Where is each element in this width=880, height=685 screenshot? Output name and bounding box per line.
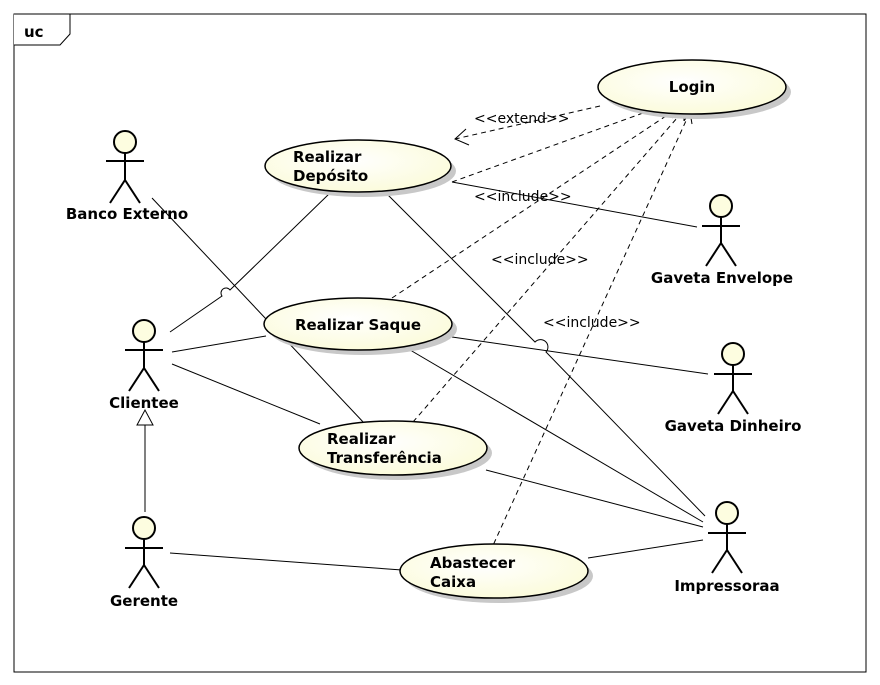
actor-gaveta-envelope[interactable]: Gaveta Envelope (651, 194, 793, 287)
frame-tag-box (14, 13, 71, 46)
dependencies (391, 103, 691, 553)
use-case-realizar-saque[interactable]: Realizar Saque (263, 297, 457, 355)
actor-banco-externo-label: Banco Externo (66, 205, 188, 223)
actor-clientee[interactable]: Clientee (109, 319, 179, 412)
assoc-cliente-deposito (169, 192, 331, 333)
use-case-deposito-label-1: Realizar (293, 148, 362, 166)
stick-figure-icon (125, 319, 163, 392)
use-case-deposito-label-2: Depósito (293, 167, 368, 185)
actor-banco-externo[interactable]: Banco Externo (66, 130, 188, 223)
use-case-abastecer-label-2: Caixa (430, 573, 476, 591)
include-label-3: <<include>> (543, 315, 641, 331)
use-case-transferencia-label-2: Transferência (327, 449, 442, 467)
include-line-abastecer (489, 111, 691, 553)
actor-gaveta-envelope-label: Gaveta Envelope (651, 269, 793, 287)
include-line-saque (391, 107, 679, 299)
assoc-deposito-impressora (384, 191, 706, 517)
assoc-transferencia-impressora (485, 469, 704, 528)
stick-figure-icon (702, 194, 740, 267)
actor-clientee-label: Clientee (109, 394, 179, 412)
stick-figure-icon (125, 516, 163, 589)
assoc-banco-transferencia (151, 197, 366, 425)
use-case-saque-label: Realizar Saque (295, 316, 421, 334)
include-line-transferencia (412, 109, 685, 423)
use-case-transferencia-label-1: Realizar (327, 430, 396, 448)
use-case-abastecer-label-1: Abastecer (430, 554, 516, 572)
use-case-realizar-transferencia[interactable]: Realizar Transferência (298, 420, 492, 480)
include-label-2: <<include>> (491, 252, 589, 268)
assoc-abastecer-impressora (587, 539, 704, 559)
assoc-cliente-saque (171, 335, 267, 353)
generalization (136, 408, 154, 512)
stick-figure-icon (106, 130, 144, 204)
assoc-saque-dinheiro (451, 336, 709, 375)
use-case-login-label: Login (669, 78, 715, 96)
assoc-saque-impressora (404, 346, 704, 523)
assoc-deposito-envelope (451, 181, 698, 228)
extend-line (454, 105, 601, 140)
frame-tag: uc (24, 23, 44, 41)
extend-label: <<extend>> (474, 111, 569, 127)
use-case-abastecer-caixa[interactable]: Abastecer Caixa (399, 543, 593, 603)
actor-impressoraa[interactable]: Impressoraa (674, 501, 780, 595)
actor-gerente[interactable]: Gerente (110, 516, 178, 610)
use-case-login[interactable]: Login (597, 59, 791, 119)
associations (151, 181, 709, 571)
actor-gaveta-dinheiro[interactable]: Gaveta Dinheiro (665, 342, 802, 435)
include-label-1: <<include>> (474, 189, 572, 205)
include-line-deposito (451, 103, 669, 183)
assoc-gerente-abastecer (169, 552, 403, 571)
stick-figure-icon (708, 501, 746, 574)
actor-gaveta-dinheiro-label: Gaveta Dinheiro (665, 417, 802, 435)
extend-arrowhead (454, 128, 470, 146)
stick-figure-icon (714, 342, 752, 415)
actor-gerente-label: Gerente (110, 592, 178, 610)
assoc-cliente-transferencia (171, 363, 321, 425)
diagram-frame (13, 13, 867, 673)
use-case-realizar-deposito[interactable]: Realizar Depósito (264, 139, 456, 197)
actor-impressoraa-label: Impressoraa (674, 577, 779, 595)
